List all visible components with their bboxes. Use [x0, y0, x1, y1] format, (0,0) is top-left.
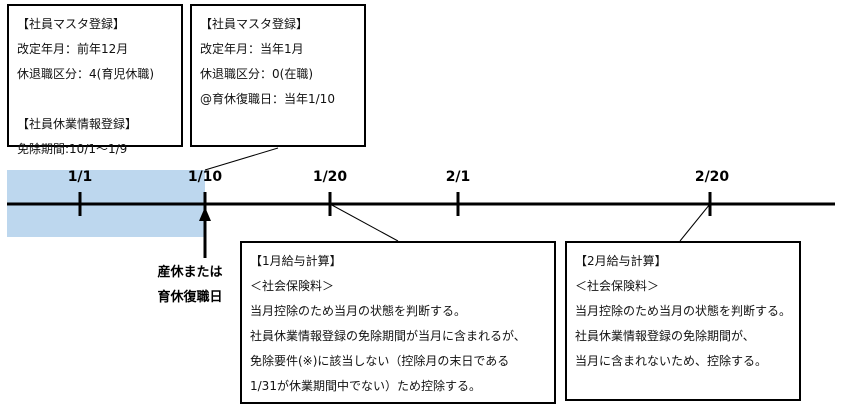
box-line: [17, 87, 173, 112]
box-line: 改定年月：当年1月: [200, 42, 304, 56]
connector-line: [204, 147, 279, 171]
box-line: 休退職区分：4(育児休職): [17, 67, 154, 81]
february-payroll-box: 【2月給与計算】 ＜社会保険料＞ 当月控除のため当月の状態を判断する。 社員休業…: [565, 241, 801, 401]
box-line: 免除期間:10/1～1/9: [17, 142, 128, 156]
box-line: 【1月給与計算】: [250, 254, 342, 268]
employee-master-before-box: 【社員マスタ登録】 改定年月：前年12月 休退職区分：4(育児休職) 【社員休業…: [7, 4, 183, 156]
box-line: 当月控除のため当月の状態を判断する。: [575, 304, 792, 318]
event-label: 産休または 育休復職日: [140, 260, 240, 310]
box-line: 社員休業情報登録の免除期間が、: [575, 329, 755, 343]
tick-label: 1/1: [67, 169, 93, 185]
box-line: 免除要件(※)に該当しない（控除月の末日である: [250, 354, 510, 368]
january-payroll-box: 【1月給与計算】 ＜社会保険料＞ 当月控除のため当月の状態を判断する。 社員休業…: [240, 241, 556, 404]
box-line: ＜社会保険料＞: [250, 279, 335, 293]
connector-line: [329, 203, 399, 242]
box-line: 社員休業情報登録の免除期間が当月に含まれるが、: [250, 329, 526, 343]
box-line: ＜社会保険料＞: [575, 279, 660, 293]
box-line: 当月控除のため当月の状態を判断する。: [250, 304, 467, 318]
tick-label: 2/1: [445, 169, 471, 185]
box-line: 休退職区分：0(在職): [200, 67, 313, 81]
box-line: @育休復職日：当年1/10: [200, 92, 335, 106]
box-line: 当月に含まれないため、控除する。: [575, 354, 768, 368]
event-label-line: 育休復職日: [157, 290, 223, 305]
up-arrow-icon: [199, 207, 211, 258]
box-line: 1/31が休業期間中でない）ため控除する。: [250, 379, 481, 393]
event-label-line: 産休または: [157, 265, 223, 280]
box-line: 【社員休業情報登録】: [17, 117, 138, 131]
box-line: 【社員マスタ登録】: [200, 17, 309, 31]
tick-label: 2/20: [694, 169, 730, 185]
employee-master-after-box: 【社員マスタ登録】 改定年月：当年1月 休退職区分：0(在職) @育休復職日：当…: [190, 4, 366, 147]
tick-label: 1/10: [187, 169, 223, 185]
box-line: 【2月給与計算】: [575, 254, 667, 268]
connector-line: [679, 203, 711, 242]
box-line: 改定年月：前年12月: [17, 42, 129, 56]
box-line: 【社員マスタ登録】: [17, 17, 126, 31]
tick-label: 1/20: [312, 169, 348, 185]
